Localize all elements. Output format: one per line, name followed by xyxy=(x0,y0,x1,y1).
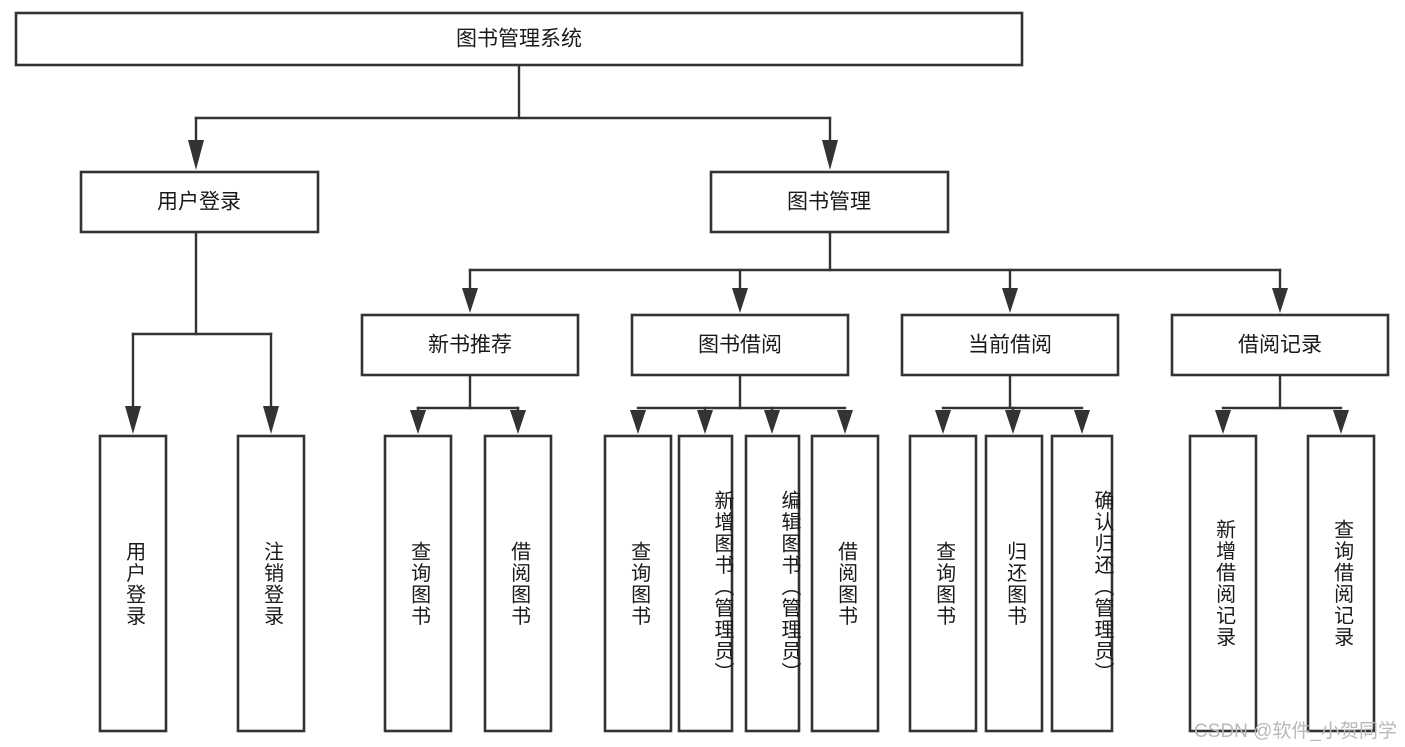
node-leaf-query-book-1-box[interactable] xyxy=(383,434,453,733)
node-user-login-label: 用户登录 xyxy=(157,191,241,214)
node-leaf-logout-label: 注销登录 xyxy=(260,540,283,627)
connector-group-borrow-record xyxy=(1215,373,1349,434)
node-root[interactable]: 图书管理系统 xyxy=(14,11,1024,67)
node-leaf-edit-book-label: 编辑图书（管理员） xyxy=(778,489,800,684)
node-root-box[interactable] xyxy=(14,11,1024,67)
node-current-borrow-box[interactable] xyxy=(900,313,1120,377)
arrowhead-book-borrow xyxy=(732,288,748,313)
node-leaf-logout-box[interactable] xyxy=(236,434,306,733)
node-leaf-add-record-label: 新增借阅记录 xyxy=(1212,519,1235,648)
connector-group-new-book-recommend xyxy=(410,373,526,434)
arrowhead-leaf-return-book xyxy=(1005,410,1021,434)
arrowhead-leaf-borrow-book-1 xyxy=(510,410,526,434)
node-leaf-query-book-1-label: 查询图书 xyxy=(407,540,430,627)
connector-group-book-borrow xyxy=(630,373,853,434)
node-leaf-return-book-label: 归还图书 xyxy=(1003,540,1026,627)
node-leaf-borrow-book-2-box[interactable] xyxy=(810,434,880,733)
node-leaf-borrow-book-1-box[interactable] xyxy=(483,434,553,733)
node-leaf-confirm-return-label: 确认归还（管理员） xyxy=(1091,489,1113,684)
node-book-borrow-label: 图书借阅 xyxy=(698,334,782,357)
connector-group-user-login xyxy=(125,230,279,434)
arrowhead-leaf-add-book xyxy=(697,410,713,434)
connector-group-book-manage xyxy=(462,230,1288,313)
node-leaf-query-book-3-box[interactable] xyxy=(908,434,978,733)
node-new-book-recommend[interactable]: 新书推荐 xyxy=(360,313,580,377)
node-leaf-return-book-box[interactable] xyxy=(984,434,1044,733)
node-leaf-user-login-box[interactable] xyxy=(98,434,168,733)
node-leaf-query-record-box[interactable] xyxy=(1306,434,1376,733)
connector-group-root xyxy=(188,63,838,170)
node-current-borrow-label: 当前借阅 xyxy=(968,334,1052,357)
node-book-manage[interactable]: 图书管理 xyxy=(709,170,950,234)
node-borrow-record-label: 借阅记录 xyxy=(1238,334,1322,357)
node-root-label: 图书管理系统 xyxy=(456,28,582,51)
node-book-manage-label: 图书管理 xyxy=(787,191,871,214)
arrowhead-leaf-query-record xyxy=(1333,410,1349,434)
node-book-borrow-box[interactable] xyxy=(630,313,850,377)
node-borrow-record-box[interactable] xyxy=(1170,313,1390,377)
node-book-manage-box[interactable] xyxy=(709,170,950,234)
node-leaf-add-book-box[interactable] xyxy=(677,434,734,733)
node-leaf-borrow-book-2-label: 借阅图书 xyxy=(834,540,857,627)
arrowhead-current-borrow xyxy=(1002,288,1018,313)
arrowhead-book-manage xyxy=(822,140,838,170)
node-user-login-box[interactable] xyxy=(79,170,320,234)
node-leaf-add-record-box[interactable] xyxy=(1188,434,1258,733)
node-leaf-borrow-book-1-label: 借阅图书 xyxy=(507,540,530,627)
node-user-login[interactable]: 用户登录 xyxy=(79,170,320,234)
node-leaf-edit-book-box[interactable] xyxy=(744,434,801,733)
arrowhead-leaf-add-record xyxy=(1215,410,1231,434)
arrowhead-leaf-edit-book xyxy=(764,410,780,434)
node-new-book-recommend-box[interactable] xyxy=(360,313,580,377)
node-leaf-query-record-label: 查询借阅记录 xyxy=(1330,519,1353,648)
arrowhead-leaf-query-book-3 xyxy=(935,410,951,434)
node-leaf-query-book-2-label: 查询图书 xyxy=(627,540,650,627)
node-borrow-record[interactable]: 借阅记录 xyxy=(1170,313,1390,377)
node-leaf-user-login-label: 用户登录 xyxy=(122,540,145,627)
arrowhead-leaf-confirm-return xyxy=(1074,410,1090,434)
arrowhead-user-login xyxy=(188,140,204,170)
csdn-watermark: CSDN @软件_小贺同学 xyxy=(1194,721,1397,742)
arrowhead-leaf-query-book-2 xyxy=(630,410,646,434)
arrowhead-leaf-user-login xyxy=(125,406,141,434)
arrowhead-leaf-logout xyxy=(263,406,279,434)
arrowhead-leaf-query-book-1 xyxy=(410,410,426,434)
node-leaf-confirm-return-box[interactable] xyxy=(1050,434,1114,733)
node-leaf-query-book-3-label: 查询图书 xyxy=(932,540,955,627)
node-current-borrow[interactable]: 当前借阅 xyxy=(900,313,1120,377)
node-book-borrow[interactable]: 图书借阅 xyxy=(630,313,850,377)
node-leaf-query-book-2-box[interactable] xyxy=(603,434,673,733)
node-new-book-recommend-label: 新书推荐 xyxy=(428,334,512,357)
arrowhead-new-book-recommend xyxy=(462,288,478,313)
arrowhead-borrow-record xyxy=(1272,288,1288,313)
node-leaf-add-book-label: 新增图书（管理员） xyxy=(711,489,733,684)
connector-group-current-borrow xyxy=(935,373,1090,434)
arrowhead-leaf-borrow-book-2 xyxy=(837,410,853,434)
